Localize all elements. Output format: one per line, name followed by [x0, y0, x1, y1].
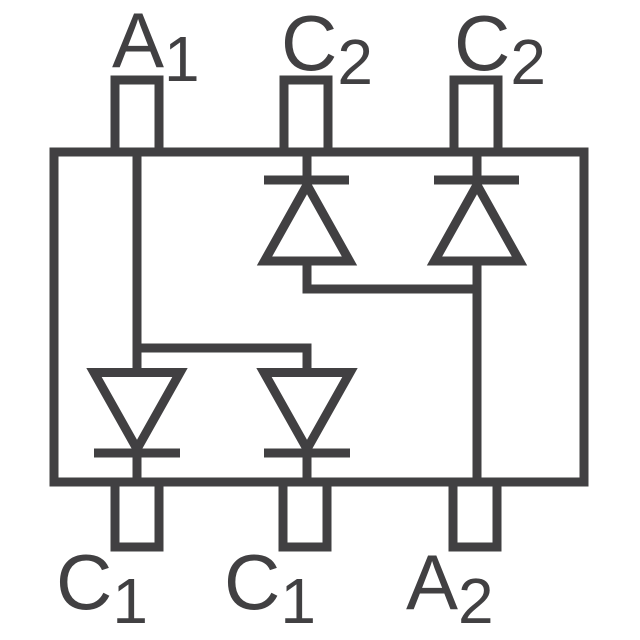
pin-label-c1-left: C1 [56, 543, 148, 637]
pin-label-main: A [406, 538, 459, 626]
wire-anode-link [302, 260, 477, 294]
pin-label-main: C [454, 0, 511, 87]
diode-triangle [426, 175, 528, 266]
pin-label-subscript: 2 [337, 26, 373, 98]
pin-c2-right [449, 75, 503, 157]
pin-label-subscript: 2 [510, 26, 546, 98]
pin-label-c2-middle: C2 [281, 4, 373, 98]
diode-triangle [256, 175, 358, 266]
diode-top-middle [256, 175, 358, 266]
pin-label-a1: A1 [112, 0, 200, 95]
pin-a2 [448, 477, 502, 552]
pin-c1-middle [278, 477, 332, 552]
pin-label-main: C [224, 538, 281, 626]
pin-label-main: A [112, 0, 165, 84]
pin-label-subscript: 2 [458, 565, 494, 637]
diode-bottom-middle [256, 368, 358, 459]
pin-label-main: C [281, 0, 338, 87]
pin-c2-middle [279, 75, 333, 157]
pin-label-c1-middle: C1 [224, 543, 316, 637]
pin-a1 [110, 75, 164, 157]
pin-label-main: C [56, 538, 113, 626]
pin-label-subscript: 1 [112, 565, 148, 637]
pin-c1-left [110, 477, 164, 552]
diode-triangle [256, 368, 358, 459]
pin-label-c2-right: C2 [454, 4, 546, 98]
diode-triangle [86, 368, 188, 459]
diode-bottom-left [86, 368, 188, 459]
pin-label-subscript: 1 [164, 23, 200, 95]
diode-top-right [426, 175, 528, 266]
wire-a1-branch [137, 343, 312, 373]
pin-label-subscript: 1 [280, 565, 316, 637]
pin-label-a2: A2 [406, 543, 494, 637]
